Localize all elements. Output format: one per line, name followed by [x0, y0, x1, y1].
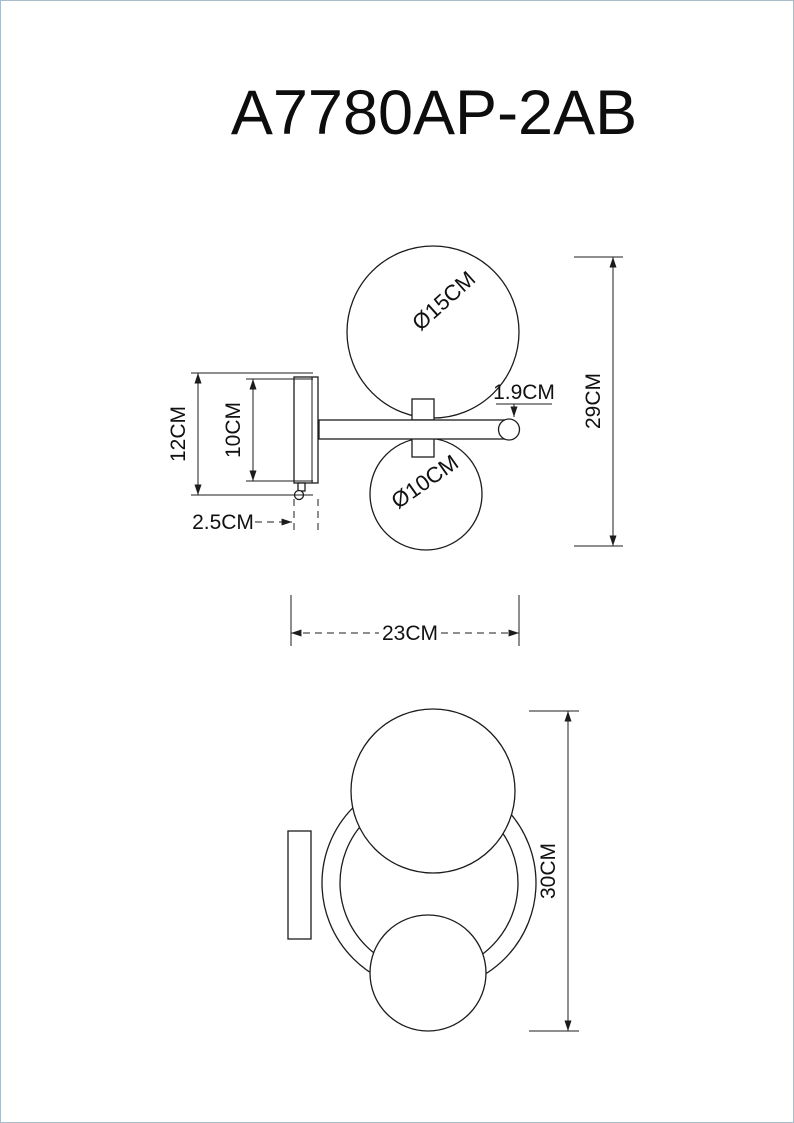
dim-label-2-5cm: 2.5CM — [192, 511, 254, 534]
product-code-title: A7780AP-2AB — [231, 78, 637, 148]
backplate — [293, 376, 319, 484]
front-view — [287, 708, 537, 1032]
dimension-29cm: 29CM — [574, 256, 623, 547]
dimension-12cm: 12CM — [167, 372, 313, 496]
front-small-sphere — [369, 914, 487, 1032]
dimension-2-5cm: 2.5CM — [192, 499, 319, 534]
dimension-10cm: 10CM — [222, 378, 313, 482]
dim-label-1-9cm: 1.9CM — [493, 381, 555, 404]
arm-tube — [318, 419, 510, 440]
dimension-23cm: 23CM — [290, 595, 520, 646]
dim-label-29cm: 29CM — [582, 373, 605, 429]
dim-label-23cm: 23CM — [382, 622, 438, 645]
switch-stem — [297, 482, 306, 492]
arm-end-cap — [497, 418, 521, 441]
front-large-sphere — [350, 708, 516, 874]
backplate-front — [287, 830, 312, 940]
dim-label-10cm: 10CM — [222, 402, 245, 458]
lower-sphere-holder — [411, 437, 435, 458]
side-view: Ø15CM Ø10CM — [293, 245, 521, 551]
dimension-30cm: 30CM — [529, 710, 579, 1032]
upper-sphere-holder — [411, 398, 435, 421]
dim-label-12cm: 12CM — [167, 406, 190, 462]
dimension-1-9cm: 1.9CM — [493, 381, 555, 417]
dim-label-30cm: 30CM — [537, 843, 560, 899]
